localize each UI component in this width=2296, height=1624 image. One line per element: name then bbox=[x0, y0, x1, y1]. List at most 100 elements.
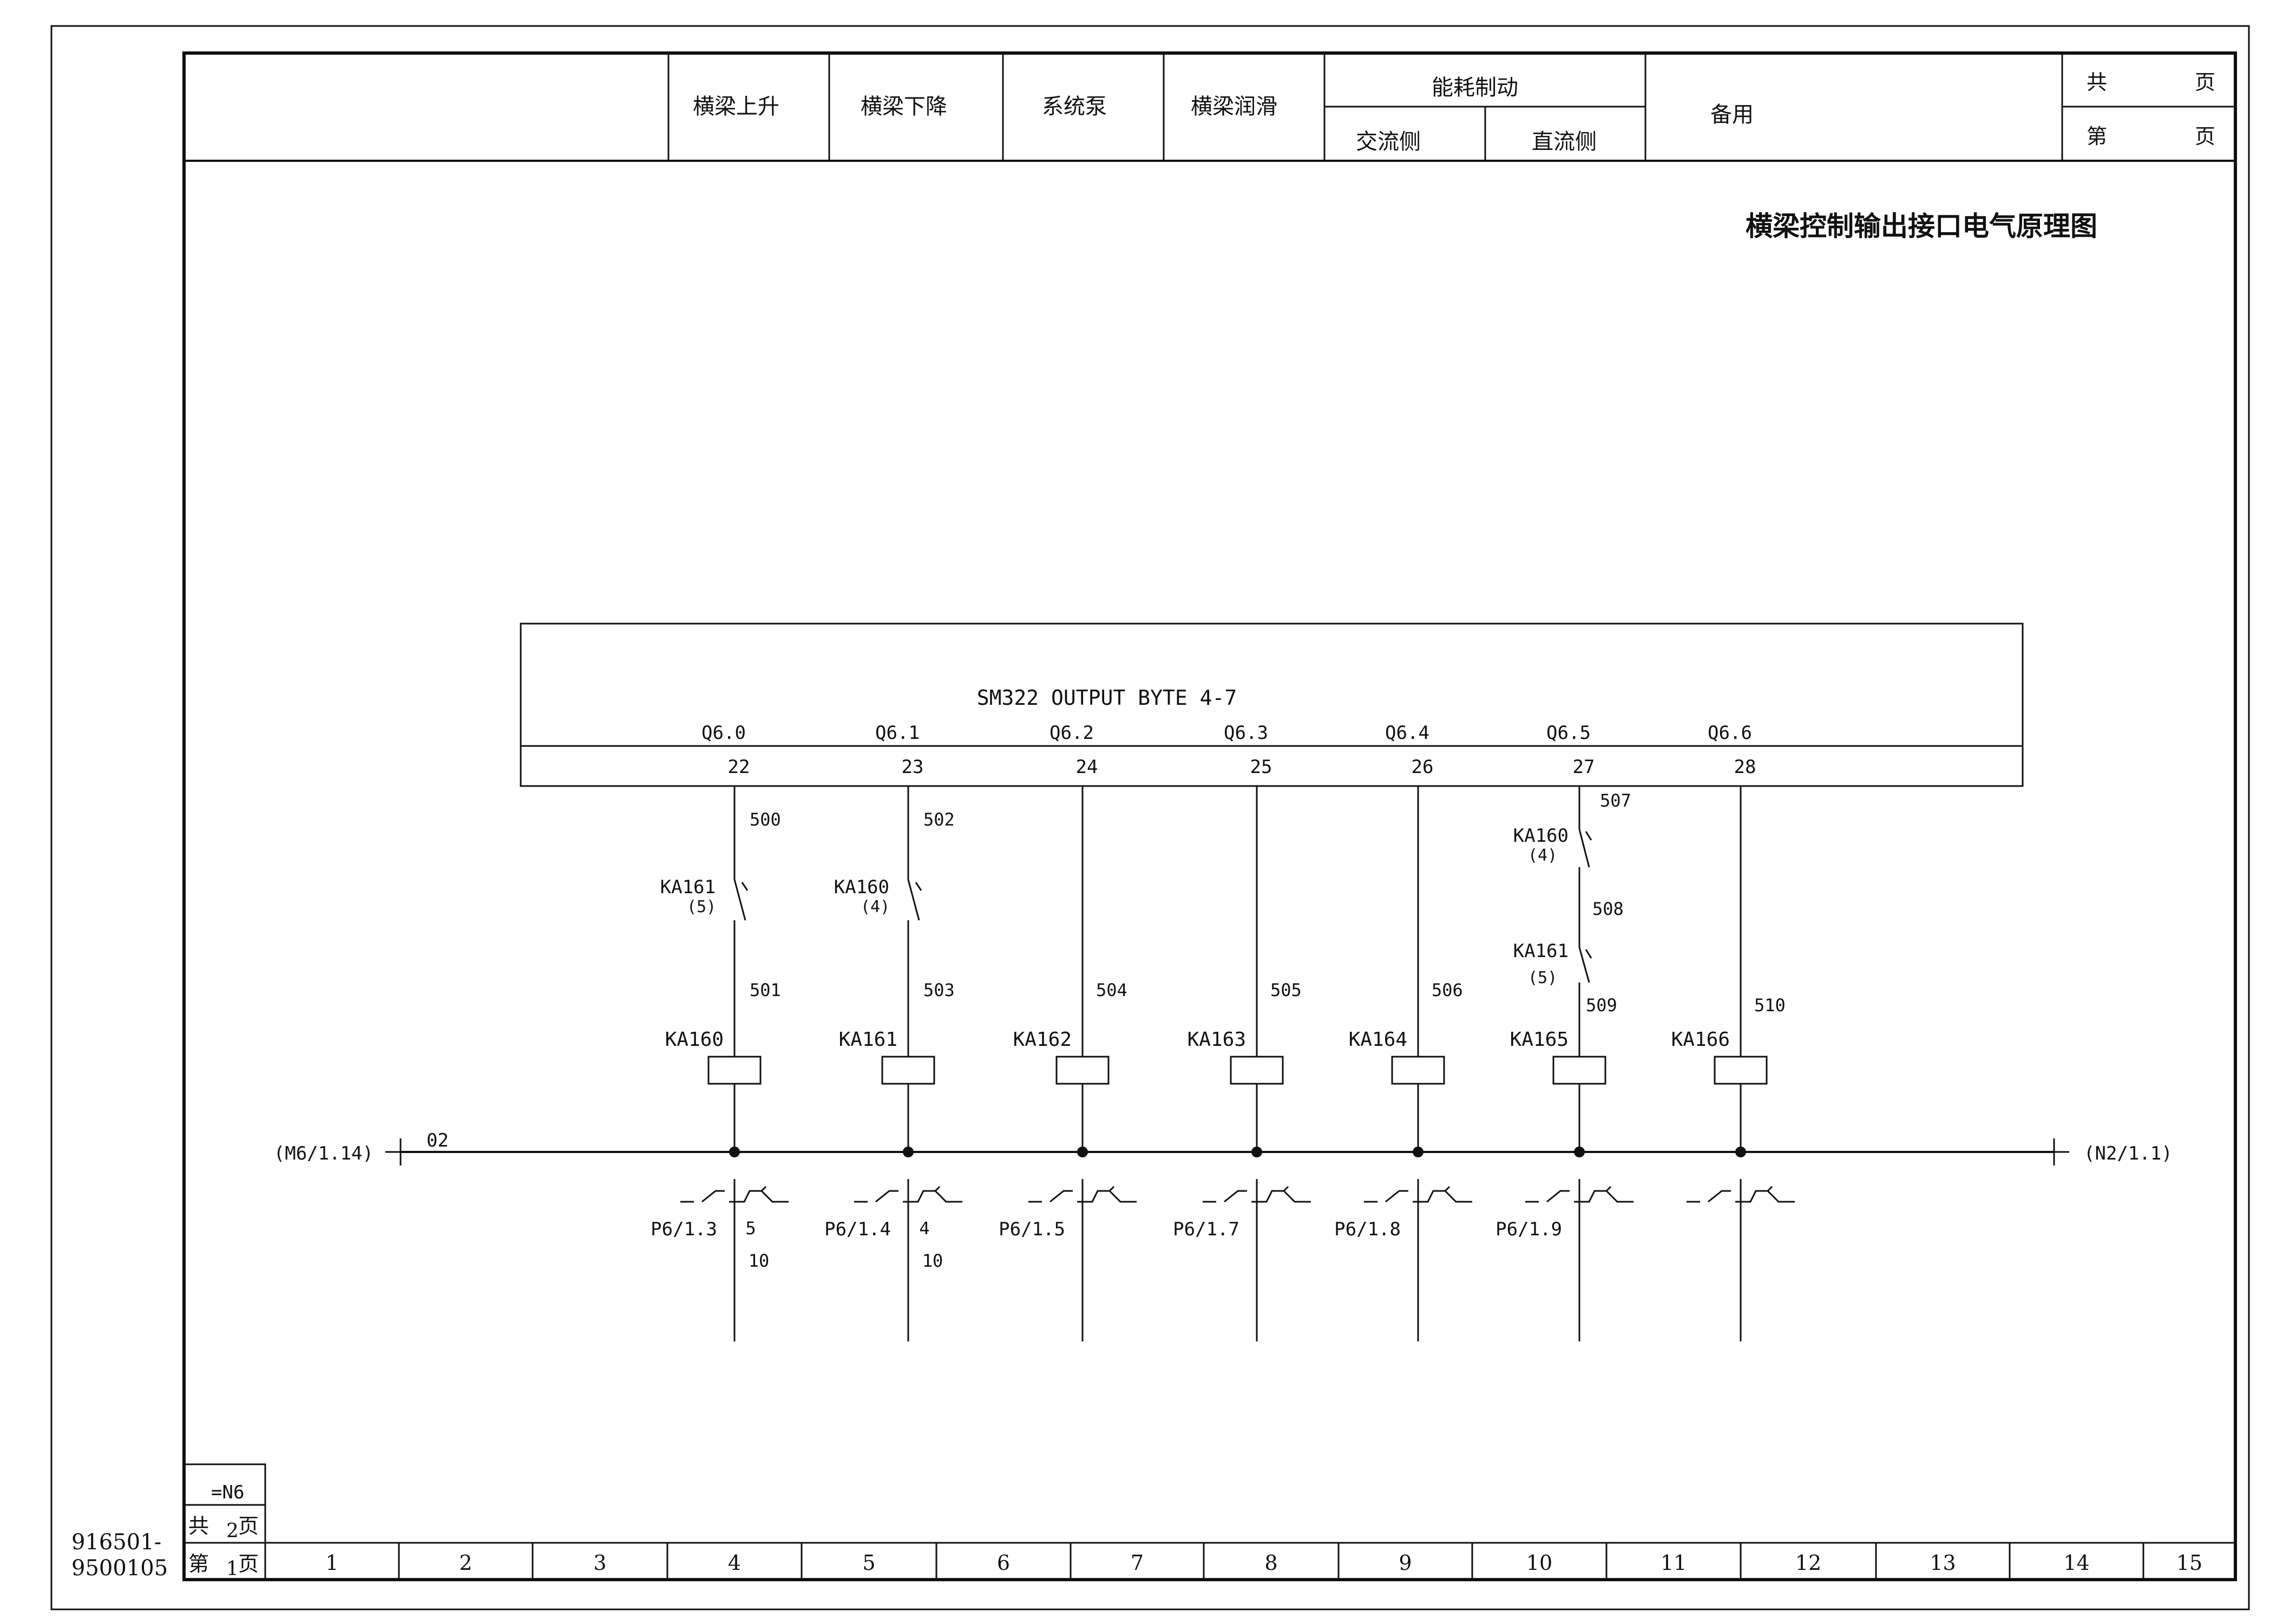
header-lube-label: 横梁润滑 bbox=[1191, 94, 1277, 119]
nc-contact-symbol bbox=[1687, 1190, 1741, 1203]
relay-coil-KA163 bbox=[1230, 1056, 1284, 1085]
no-contact-symbol bbox=[1579, 1186, 1634, 1203]
wire-number: 500 bbox=[750, 809, 781, 830]
drawing-number-line2: 9500105 bbox=[71, 1556, 168, 1581]
grid-column-7: 7 bbox=[1131, 1551, 1144, 1575]
drawing-number-line1: 916501- bbox=[71, 1530, 161, 1555]
nc-contact-symbol bbox=[1364, 1190, 1418, 1203]
contact-stop bbox=[1585, 949, 1592, 959]
wire-number: 507 bbox=[1600, 790, 1631, 811]
header-dc-side-label: 直流侧 bbox=[1532, 129, 1597, 154]
wire-number: 509 bbox=[1586, 995, 1617, 1016]
no-contact-symbol bbox=[1741, 1186, 1795, 1203]
bus-right-ref: (N2/1.1) bbox=[2084, 1143, 2173, 1164]
nc-contact-symbol bbox=[1028, 1190, 1083, 1203]
output-address-6: Q6.6 bbox=[1708, 722, 1752, 744]
relay-coil-KA160 bbox=[707, 1056, 762, 1085]
relay-coil-KA164 bbox=[1391, 1056, 1445, 1085]
module-name: SM322 OUTPUT BYTE 4-7 bbox=[977, 686, 1237, 710]
header-lower-label: 横梁下降 bbox=[861, 94, 947, 119]
drawing-title: 横梁控制输出接口电气原理图 bbox=[1746, 211, 2097, 242]
output-terminal-0: 22 bbox=[728, 756, 750, 778]
page-cross-ref: P6/1.8 bbox=[1334, 1219, 1401, 1240]
grid-column-3: 3 bbox=[593, 1551, 606, 1575]
page-number-value: 1 bbox=[226, 1558, 239, 1580]
page-cross-ref: P6/1.7 bbox=[1173, 1219, 1239, 1240]
header-total-left: 共 bbox=[2087, 70, 2107, 94]
nc-contact-symbol bbox=[680, 1190, 734, 1203]
coil-name: KA162 bbox=[1013, 1029, 1072, 1051]
contact-number: 10 bbox=[922, 1250, 943, 1271]
contact-number: 10 bbox=[749, 1250, 770, 1271]
grid-column-5: 5 bbox=[862, 1551, 875, 1575]
output-terminal-2: 24 bbox=[1076, 756, 1098, 778]
no-contact-symbol bbox=[908, 1186, 962, 1203]
wire-number: 510 bbox=[1754, 995, 1786, 1016]
grid-column-6: 6 bbox=[997, 1551, 1010, 1575]
contact-stop bbox=[915, 882, 922, 891]
header-page-right: 页 bbox=[2195, 125, 2215, 148]
header-block: 横梁上升 横梁下降 系统泵 横梁润滑 能耗制动 交流侧 直流侧 备用 共 页 第… bbox=[184, 53, 2235, 162]
grid-column-10: 10 bbox=[1526, 1551, 1552, 1575]
output-terminal-5: 27 bbox=[1573, 756, 1595, 778]
header-lift-label: 横梁上升 bbox=[693, 94, 779, 119]
interlock-ref: (4) bbox=[861, 898, 890, 916]
coil-name: KA165 bbox=[1510, 1029, 1569, 1051]
wire-number: 505 bbox=[1270, 980, 1302, 1000]
coil-name: KA160 bbox=[665, 1029, 724, 1051]
page-cross-ref: P6/1.5 bbox=[999, 1219, 1065, 1240]
relay-coil-KA162 bbox=[1055, 1056, 1110, 1085]
grid-column-11: 11 bbox=[1661, 1551, 1687, 1575]
interlock-name: KA160 bbox=[834, 876, 889, 898]
output-address-0: Q6.0 bbox=[701, 722, 746, 744]
page-number-unit: 页 bbox=[238, 1552, 259, 1576]
wire-number: 503 bbox=[923, 980, 955, 1000]
grid-column-14: 14 bbox=[2063, 1551, 2089, 1575]
contact-stop bbox=[741, 882, 749, 891]
header-pump-label: 系统泵 bbox=[1042, 94, 1107, 119]
header-braking-label: 能耗制动 bbox=[1432, 75, 1518, 100]
no-contact-symbol bbox=[734, 1186, 789, 1203]
interlock-name: KA160 bbox=[1513, 825, 1569, 847]
interlock-ref: (5) bbox=[687, 898, 716, 916]
nc-contact-symbol bbox=[1203, 1190, 1257, 1203]
grid-column-12: 12 bbox=[1795, 1551, 1821, 1575]
coil-name: KA161 bbox=[839, 1029, 897, 1051]
bus-wire-label: 02 bbox=[427, 1130, 449, 1151]
sheet-border bbox=[50, 25, 2250, 1610]
interlock-name: KA161 bbox=[1513, 940, 1569, 962]
grid-column-1: 1 bbox=[325, 1551, 338, 1575]
total-pages-unit: 页 bbox=[238, 1514, 259, 1538]
grid-column-13: 13 bbox=[1930, 1551, 1956, 1575]
grid-column-15: 15 bbox=[2176, 1551, 2202, 1575]
page-cross-ref: P6/1.9 bbox=[1495, 1219, 1562, 1240]
relay-coil-KA165 bbox=[1552, 1056, 1606, 1085]
coil-name: KA163 bbox=[1188, 1029, 1246, 1051]
output-address-4: Q6.4 bbox=[1385, 722, 1429, 744]
output-address-3: Q6.3 bbox=[1224, 722, 1268, 744]
header-page-left: 第 bbox=[2087, 125, 2107, 148]
page-cross-ref: P6/1.3 bbox=[651, 1219, 717, 1240]
output-terminal-1: 23 bbox=[902, 756, 924, 778]
interlock-contact-KA161 bbox=[733, 879, 746, 921]
nc-contact-symbol bbox=[1525, 1190, 1579, 1203]
header-ac-side-label: 交流侧 bbox=[1356, 129, 1421, 154]
footer-info-block: =N6 共 2 页 第 1 页 916501- 9500105 bbox=[71, 1463, 266, 1581]
coil-name: KA164 bbox=[1349, 1029, 1407, 1051]
output-terminal-6: 28 bbox=[1734, 756, 1756, 778]
relay-coil-KA166 bbox=[1714, 1056, 1768, 1085]
drawing-frame bbox=[182, 51, 2237, 1581]
interlock-ref: (4) bbox=[1528, 846, 1557, 865]
wire-number: 502 bbox=[923, 809, 955, 830]
contact-stop bbox=[1585, 831, 1592, 841]
output-address-5: Q6.5 bbox=[1546, 722, 1591, 744]
plc-module: SM322 OUTPUT BYTE 4-7 bbox=[520, 623, 2024, 787]
